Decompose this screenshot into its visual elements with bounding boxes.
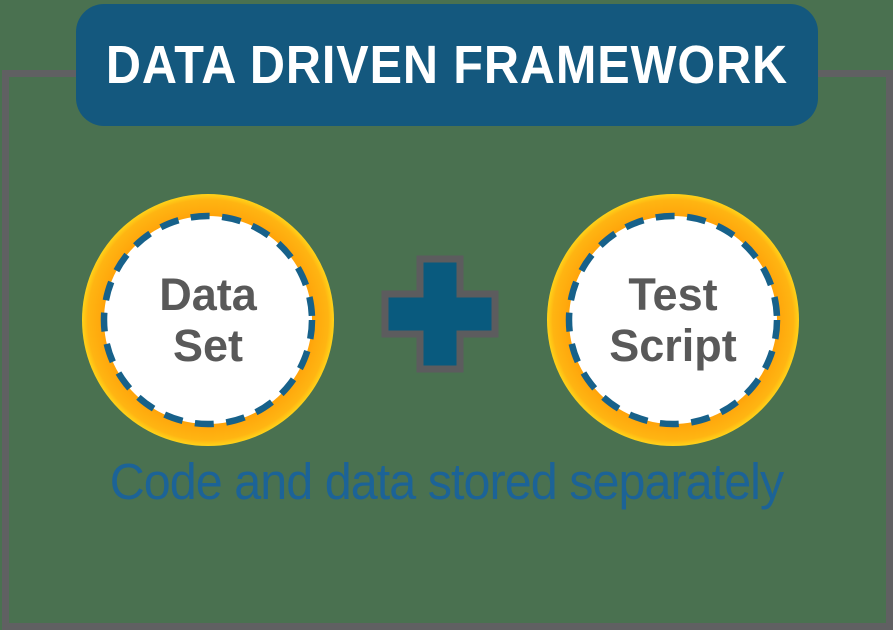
- data-set-circle: Data Set: [80, 192, 336, 448]
- caption-text: Code and data stored separately: [109, 453, 785, 510]
- data-set-ring-graphic: [82, 194, 334, 446]
- data-set-label: Data Set: [80, 192, 336, 448]
- test-script-label-line2: Script: [609, 320, 737, 371]
- page-title: DATA DRIVEN FRAMEWORK: [105, 35, 789, 95]
- plus-shape: [381, 255, 499, 373]
- test-script-ring-graphic: [547, 194, 799, 446]
- test-script-label: Test Script: [545, 192, 801, 448]
- data-set-label-line2: Set: [172, 320, 244, 371]
- data-set-label-line1: Data: [159, 269, 257, 320]
- dashed-ring: [100, 212, 316, 428]
- dashed-ring: [565, 212, 781, 428]
- plus-icon: [381, 255, 499, 373]
- test-script-circle: Test Script: [545, 192, 801, 448]
- test-script-label-line1: Test: [628, 269, 718, 320]
- caption: Code and data stored separately: [0, 452, 893, 511]
- title-banner: DATA DRIVEN FRAMEWORK: [76, 4, 818, 126]
